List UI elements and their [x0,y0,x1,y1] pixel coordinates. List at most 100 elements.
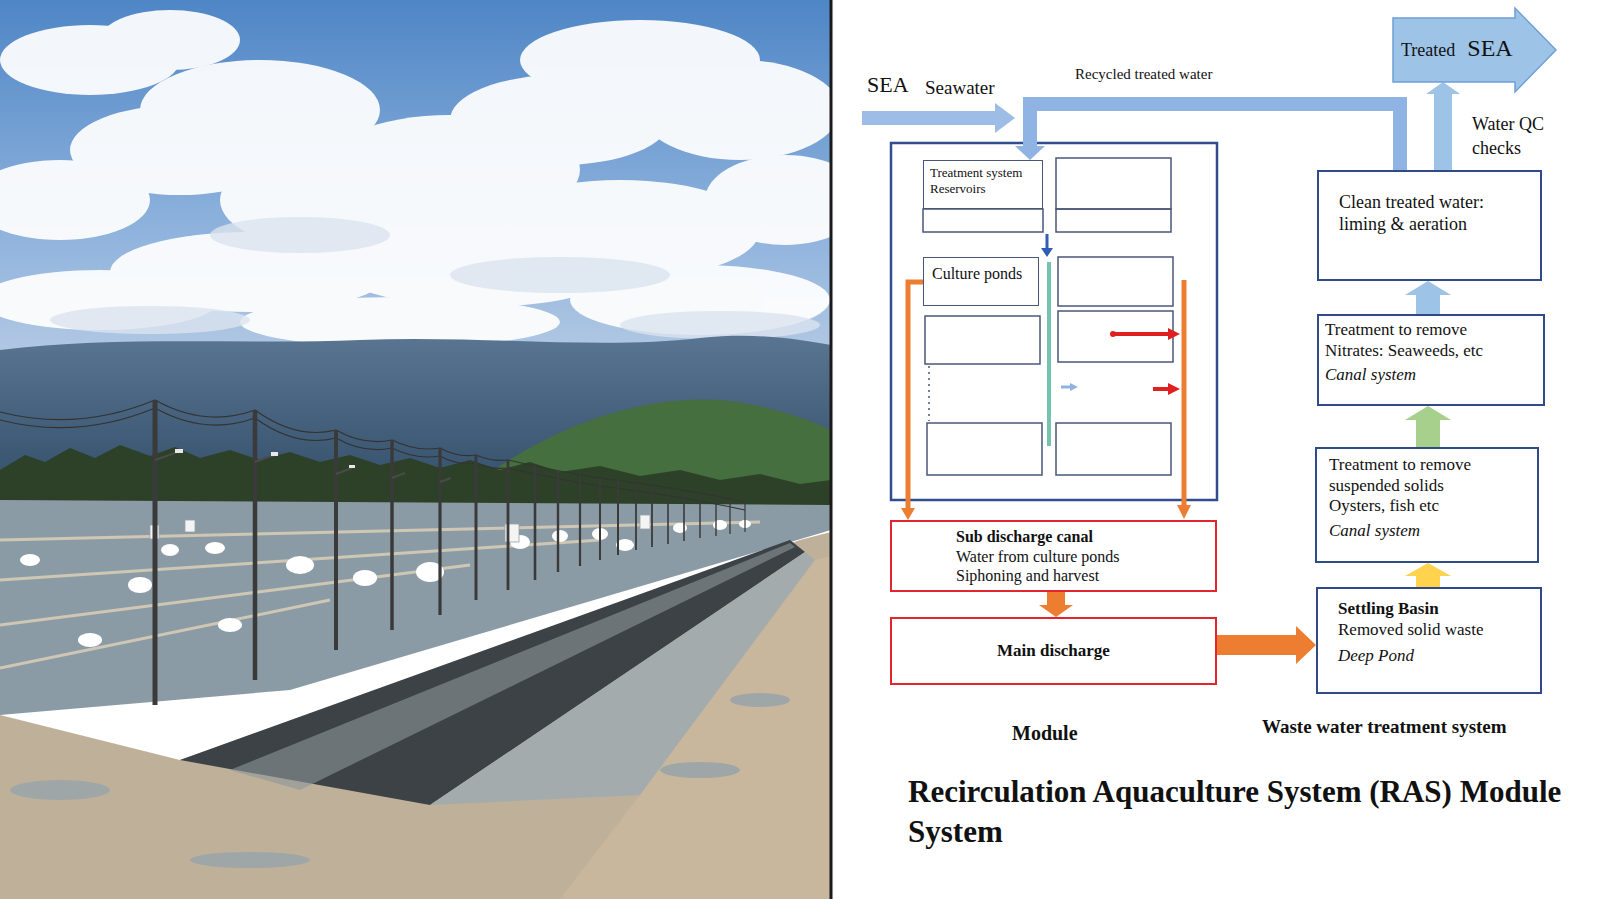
cloud-shade [620,311,820,339]
node-text: Sub discharge canal [956,527,1093,547]
settling-basin-box: Settling BasinRemoved solid wasteDeep Po… [1316,587,1542,694]
flow-arrow-head [1405,406,1451,420]
puddle [10,780,110,800]
power-pole [438,448,441,615]
shrimp-pond-photo [0,0,831,899]
flow-arrow [1039,592,1073,617]
node-text: Settling Basin [1338,599,1439,620]
aerator-splash [286,556,314,574]
section-label: Waste water treatment system [1262,716,1507,738]
cloud-shade [450,257,670,293]
supply-canal [1047,262,1051,446]
power-pole [557,470,559,572]
power-pole [683,493,685,541]
node-text: Treatment to remove suspended solids [1329,455,1509,496]
node-text: Deep Pond [1338,646,1414,667]
flow-arrow-head [1426,82,1460,94]
cloud [100,10,240,70]
flow-arrow-shaft [1434,93,1452,170]
flow-arrow-head [1405,563,1451,576]
power-pole [507,460,510,590]
power-pole [155,400,745,705]
street-lamp [336,468,352,474]
main-discharge-box: Main discharge [890,617,1217,685]
street-lamp [155,452,451,482]
aerator-splash [218,618,242,632]
reservoir-box: Treatment system Reservoirs [923,160,1043,209]
flow-arrow-head [1405,281,1451,295]
power-pole [334,430,338,650]
pond-shed [185,520,195,532]
cloud-shade [50,306,250,334]
street-lamp-head [349,465,355,468]
module-frame [891,143,1217,500]
power-pole [599,478,601,560]
drain-arrow [1177,280,1191,519]
street-lamp [255,455,274,462]
street-lamp [440,478,451,482]
power-pole [744,502,745,532]
flow-arrow-head [1296,626,1316,664]
pond-dike [0,540,600,580]
power-pole [617,480,619,555]
power-pole [729,500,730,534]
aerator-splash [713,520,727,530]
treatment-box: Treatment to remove suspended solidsOyst… [1315,447,1539,563]
drain-arrow [1177,505,1191,519]
outflow-arrow [1168,328,1180,340]
outflow-arrow [1113,332,1169,336]
seawater-arrow [862,103,1015,133]
pond-shed [640,515,650,529]
node-text: Main discharge [997,641,1110,662]
power-pole [579,474,581,566]
connector-label: Recycled treated water [1073,64,1214,84]
supply-arrow [1041,234,1053,257]
aerator-splash [353,570,377,586]
power-pole [715,498,716,536]
node-text: Clean treated water: liming & aeration [1339,192,1514,236]
flow-arrow [1015,104,1400,170]
pond-cell [1058,257,1173,306]
flow-arrow-shaft [1416,419,1440,447]
aerator-splash [20,554,40,566]
power-pole [635,484,637,550]
ground [0,532,831,899]
flow-arrow-head [1015,146,1045,160]
power-wire [0,400,745,510]
inflow-arrow [1061,386,1071,389]
node-text: Treatment system Reservoirs [930,165,1036,197]
puddle [660,762,740,778]
power-pole [153,400,158,705]
cloud-shade [50,217,820,339]
street-lamp-head [175,449,183,453]
node-text: SEA [1467,34,1512,63]
section-label: Module [1012,722,1078,745]
outflow-arrow [1110,328,1180,395]
puddle [10,693,790,868]
culture-pond-box: Culture ponds [923,257,1039,306]
power-pole [390,440,394,630]
node-text: Canal system [1325,365,1416,386]
supply-arrow [1046,234,1049,249]
street-lamp [392,473,405,478]
seawater-arrow [862,111,997,125]
discharge-canal-box: Sub discharge canalWater from culture po… [890,520,1217,592]
sea-label: SEA [867,72,909,98]
diagram-title: Recirculation Aquaculture System (RAS) M… [908,772,1588,853]
flow-arrow [901,282,923,520]
seawater-arrow [995,103,1015,133]
node-text: Treatment to remove Nitrates: Seaweeds, … [1325,320,1515,361]
flow-arrow-shaft [1416,575,1440,587]
drain-arrow [1182,280,1187,506]
outflow-arrow [1168,383,1180,395]
pond-cell [1056,209,1171,232]
power-pole [699,495,701,538]
flow-arrow-head [1039,605,1073,617]
street-lamp-head [271,452,278,456]
flow-arrow [1405,406,1451,447]
flow-arrow [1426,82,1460,170]
inflow-arrow [1070,383,1078,391]
aerator-splash [205,542,225,554]
cloud [0,160,150,240]
